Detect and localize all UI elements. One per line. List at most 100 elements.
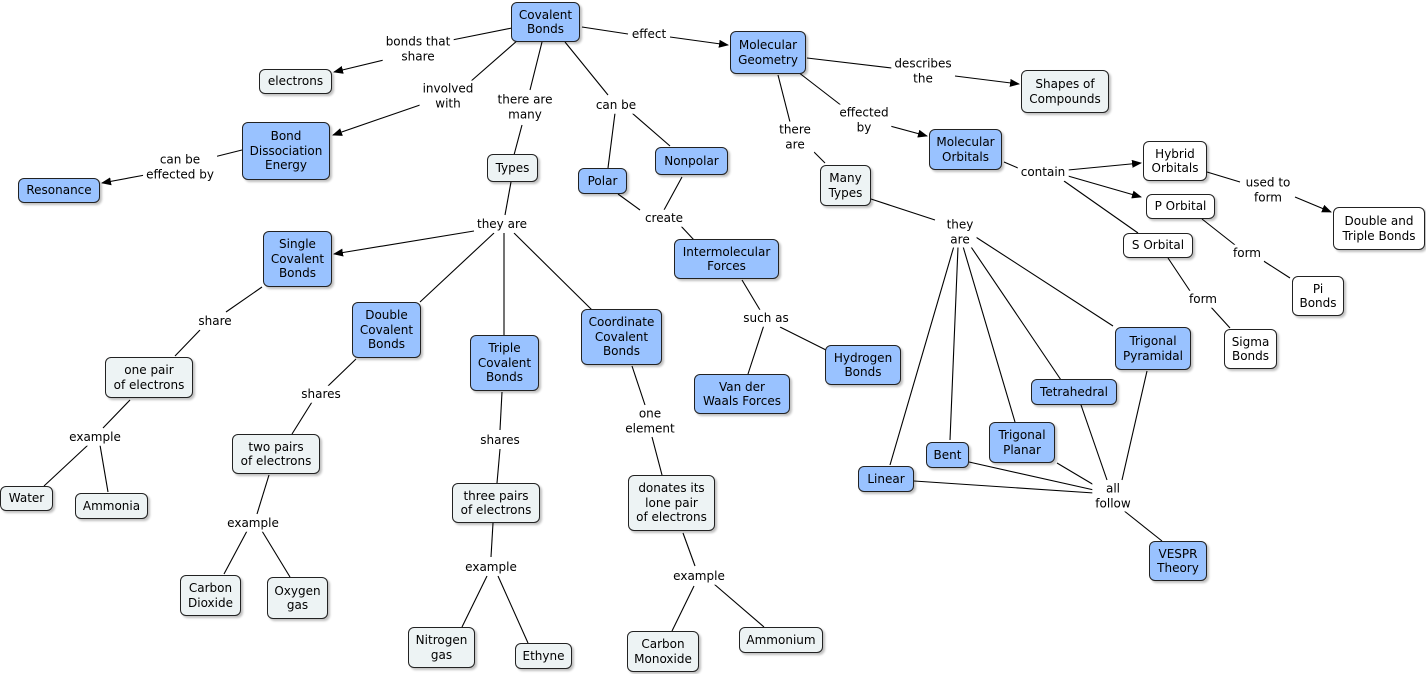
node-van-der-waals[interactable]: Van der Waals Forces — [694, 374, 790, 414]
edge — [1067, 159, 1142, 171]
node-one-pair[interactable]: one pair of electrons — [105, 357, 193, 398]
node-types[interactable]: Types — [487, 154, 538, 182]
node-polar[interactable]: Polar — [578, 168, 627, 194]
node-three-pairs[interactable]: three pairs of electrons — [452, 483, 540, 523]
node-donates[interactable]: donates its lone pair of electrons — [628, 475, 715, 531]
node-oxygen-gas[interactable]: Oxygen gas — [267, 577, 328, 619]
node-carbon-dioxide[interactable]: Carbon Dioxide — [180, 575, 241, 616]
node-tetrahedral[interactable]: Tetrahedral — [1031, 379, 1117, 405]
node-molecular-orbitals[interactable]: Molecular Orbitals — [929, 129, 1002, 170]
node-coordinate-covalent-bonds[interactable]: Coordinate Covalent Bonds — [581, 309, 662, 365]
node-intermolecular-forces[interactable]: Intermolecular Forces — [674, 239, 779, 279]
node-s-orbital[interactable]: S Orbital — [1123, 233, 1193, 258]
link-label-describes-the: describes the — [891, 55, 955, 87]
edge — [806, 57, 893, 69]
link-label-involved-with: involved with — [419, 80, 477, 112]
edge — [513, 232, 593, 311]
node-covalent-bonds[interactable]: Covalent Bonds — [511, 2, 580, 42]
edge — [777, 74, 791, 123]
link-label-they-are-types: they are — [473, 215, 531, 233]
node-hydrogen-bonds[interactable]: Hydrogen Bonds — [825, 345, 901, 385]
node-shapes-of-compounds[interactable]: Shapes of Compounds — [1021, 70, 1109, 113]
edge — [496, 448, 501, 484]
node-single-covalent-bonds[interactable]: Single Covalent Bonds — [263, 231, 332, 287]
node-bent[interactable]: Bent — [926, 442, 969, 468]
node-nitrogen-gas[interactable]: Nitrogen gas — [408, 627, 475, 668]
link-label-example-triple: example — [462, 558, 520, 576]
edge — [1067, 175, 1142, 199]
edge — [332, 104, 421, 136]
node-resonance[interactable]: Resonance — [18, 178, 100, 203]
node-vespr-theory[interactable]: VESPR Theory — [1149, 541, 1207, 581]
node-nonpolar[interactable]: Nonpolar — [655, 147, 728, 175]
edge — [779, 326, 827, 351]
node-triple-covalent-bonds[interactable]: Triple Covalent Bonds — [470, 335, 539, 391]
edge — [469, 39, 519, 83]
node-water[interactable]: Water — [0, 486, 53, 511]
link-label-effect: effect — [628, 25, 670, 43]
node-trigonal-planar[interactable]: Trigonal Planar — [989, 422, 1055, 463]
edge — [504, 181, 512, 216]
node-double-triple-bonds[interactable]: Double and Triple Bonds — [1333, 207, 1425, 250]
link-label-form-sigma: form — [1186, 290, 1220, 308]
edge — [651, 436, 663, 476]
edge — [1080, 404, 1108, 481]
node-molecular-geometry[interactable]: Molecular Geometry — [730, 31, 806, 74]
link-label-effected-by: effected by — [836, 104, 892, 136]
edge — [741, 279, 761, 311]
edge — [797, 71, 843, 107]
edge — [889, 125, 928, 138]
edge — [225, 286, 263, 313]
node-ammonia[interactable]: Ammonia — [75, 493, 148, 519]
link-label-example-single: example — [66, 428, 124, 446]
edge — [682, 532, 696, 567]
node-many-types[interactable]: Many Types — [820, 165, 871, 206]
edge — [669, 36, 729, 48]
edge — [1063, 180, 1139, 234]
node-trigonal-pyramidal[interactable]: Trigonal Pyramidal — [1115, 327, 1191, 370]
node-double-covalent-bonds[interactable]: Double Covalent Bonds — [352, 302, 421, 358]
edge — [631, 112, 671, 147]
edge — [419, 232, 495, 303]
edge — [43, 444, 89, 487]
edge — [333, 230, 475, 257]
edge — [961, 242, 1016, 423]
node-linear[interactable]: Linear — [858, 466, 914, 492]
node-carbon-monoxide[interactable]: Carbon Monoxide — [627, 631, 699, 672]
edge — [461, 575, 488, 628]
node-ammonium[interactable]: Ammonium — [739, 627, 823, 653]
edge — [747, 324, 765, 375]
edge — [607, 112, 616, 169]
link-label-create: create — [641, 209, 687, 227]
edge — [631, 365, 646, 406]
node-pi-bonds[interactable]: Pi Bonds — [1292, 276, 1344, 316]
edge — [1056, 462, 1095, 486]
edge — [617, 193, 641, 211]
edge — [499, 391, 503, 431]
edge — [497, 575, 529, 644]
node-bond-dissociation-energy[interactable]: Bond Dissociation Energy — [242, 122, 330, 180]
node-electrons[interactable]: electrons — [259, 69, 332, 94]
node-p-orbital[interactable]: P Orbital — [1146, 194, 1215, 219]
edge — [564, 41, 609, 96]
node-sigma-bonds[interactable]: Sigma Bonds — [1224, 329, 1277, 369]
edge — [101, 174, 146, 186]
edge — [1122, 509, 1163, 542]
link-label-example-double: example — [224, 514, 282, 532]
edge — [954, 75, 1020, 87]
link-label-all-follow: all follow — [1092, 480, 1134, 512]
link-label-shares-triple: shares — [477, 431, 523, 449]
node-hybrid-orbitals[interactable]: Hybrid Orbitals — [1143, 141, 1207, 181]
edge — [174, 329, 201, 357]
node-ethyne[interactable]: Ethyne — [515, 643, 572, 669]
link-label-shares-double: shares — [298, 385, 344, 403]
edge — [256, 474, 270, 515]
edge — [581, 26, 629, 35]
link-label-contain: contain — [1017, 163, 1069, 181]
link-label-they-are-shapes: they are — [943, 216, 977, 248]
edge — [967, 231, 1114, 327]
edge — [529, 41, 543, 91]
node-two-pairs[interactable]: two pairs of electrons — [232, 434, 320, 474]
edge — [968, 461, 1095, 491]
